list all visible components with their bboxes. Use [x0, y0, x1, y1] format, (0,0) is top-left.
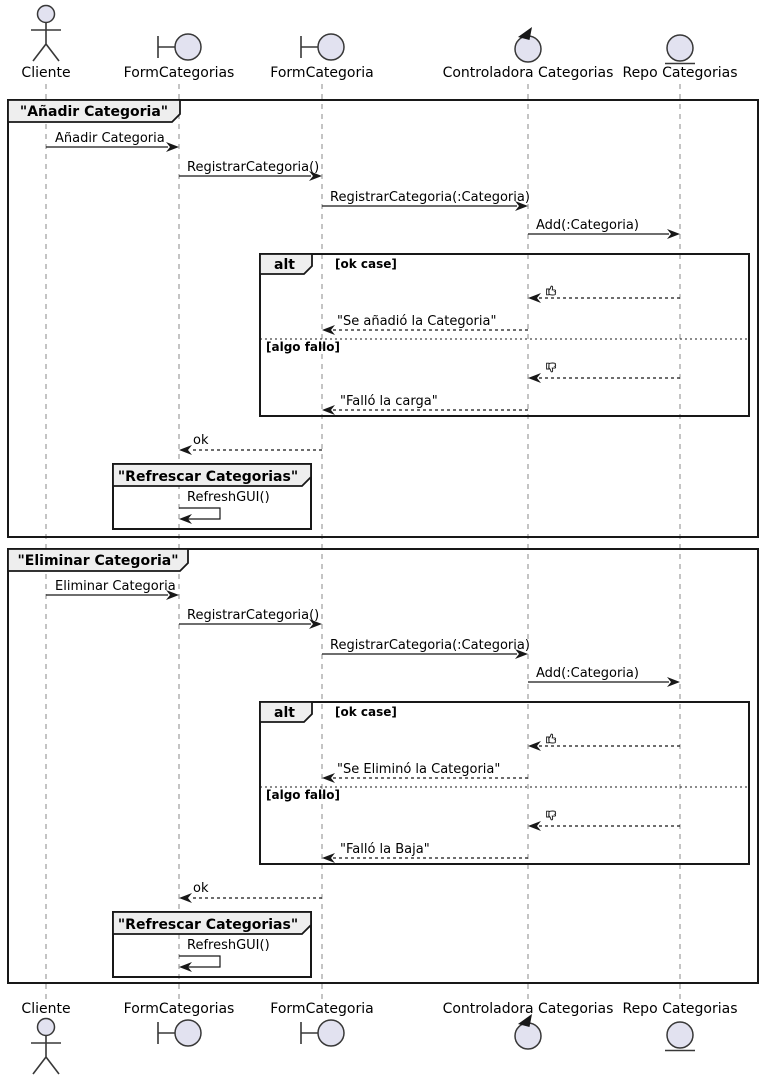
alt-label: alt [274, 257, 295, 273]
alt-title-tab [259, 701, 313, 723]
actor-icon [31, 1017, 61, 1075]
group-title-tab [112, 463, 312, 487]
arrowhead [667, 677, 680, 687]
alt-fragment: alt [ok case] "Se Eliminó la Categoria" … [259, 701, 750, 865]
arrowhead [515, 649, 528, 659]
thumbs-up-icon [546, 285, 557, 296]
message-label: RefreshGUI() [187, 938, 270, 953]
guard-ok: [ok case] [335, 705, 397, 719]
arrowhead [667, 229, 680, 239]
arrowhead [528, 821, 541, 831]
participant-label: FormCategorias [124, 1001, 235, 1017]
alt-fragment: alt [ok case] "Se añadió la Categoria" [… [259, 253, 750, 417]
guard-fail: [algo fallo] [266, 340, 340, 354]
arrowhead [179, 962, 192, 972]
message-label: ok [193, 881, 209, 896]
arrowhead [515, 201, 528, 211]
group-title: "Refrescar Categorias" [118, 469, 298, 485]
group-refrescar-categorias: "Refrescar Categorias" RefreshGUI() [112, 463, 312, 530]
message-label: Add(:Categoria) [536, 666, 639, 681]
boundary-icon [300, 1019, 345, 1047]
arrowhead [528, 741, 541, 751]
arrowhead [528, 293, 541, 303]
group-title: "Refrescar Categorias" [118, 917, 298, 933]
guard-ok: [ok case] [335, 257, 397, 271]
arrowhead [322, 773, 335, 783]
entity-icon [665, 34, 695, 65]
actor-icon [31, 4, 61, 62]
alt-label: alt [274, 705, 295, 721]
arrowhead [179, 893, 192, 903]
alt-border [259, 701, 750, 865]
reply-label: "Se añadió la Categoria" [337, 314, 496, 329]
reply-label: "Se Eliminó la Categoria" [337, 762, 500, 777]
message-label: RegistrarCategoria() [187, 160, 319, 175]
arrowhead [322, 405, 335, 415]
message-label: RegistrarCategoria() [187, 608, 319, 623]
boundary-icon [157, 1019, 202, 1047]
control-icon [514, 27, 542, 63]
self-message-arrow [179, 507, 221, 520]
frame-title: "Eliminar Categoria" [17, 553, 178, 569]
reply-label: "Falló la Baja" [340, 842, 430, 857]
participant-label: Repo Categorias [622, 65, 737, 81]
participant-label: FormCategoria [270, 1001, 373, 1017]
lifelines [45, 84, 681, 1000]
frame-eliminar-categoria: "Eliminar Categoria" Eliminar Categoria … [7, 548, 759, 984]
arrowhead [528, 373, 541, 383]
participants-bottom: Cliente FormCategorias FormCategoria Con… [21, 1001, 738, 1075]
participants-top: Cliente FormCategorias FormCategoria Con… [21, 4, 738, 81]
arrowhead [309, 171, 322, 181]
frame-border [7, 99, 759, 538]
alt-border [259, 253, 750, 417]
arrowhead [322, 325, 335, 335]
message-label: Add(:Categoria) [536, 218, 639, 233]
boundary-icon [157, 33, 202, 61]
participant-label: Cliente [21, 1001, 70, 1017]
boundary-icon [300, 33, 345, 61]
entity-icon [665, 1021, 695, 1052]
message-label: RefreshGUI() [187, 490, 270, 505]
thumbs-down-icon [546, 362, 557, 373]
control-icon [514, 1014, 542, 1050]
arrowhead [179, 445, 192, 455]
alt-title-tab [259, 253, 313, 275]
frame-title-tab [7, 99, 181, 123]
message-label: RegistrarCategoria(:Categoria) [330, 638, 530, 653]
group-refrescar-categorias: "Refrescar Categorias" RefreshGUI() [112, 911, 312, 978]
message-label: Añadir Categoria [55, 131, 165, 146]
arrowhead [322, 853, 335, 863]
arrowhead [166, 142, 179, 152]
participant-label: Controladora Categorias [443, 1001, 614, 1017]
thumbs-up-icon [546, 733, 557, 744]
thumbs-down-icon [546, 810, 557, 821]
participant-label: Cliente [21, 65, 70, 81]
participant-label: Repo Categorias [622, 1001, 737, 1017]
frame-title-tab [7, 548, 189, 572]
message-label: ok [193, 433, 209, 448]
participant-label: FormCategorias [124, 65, 235, 81]
arrowhead [166, 590, 179, 600]
arrowhead [309, 619, 322, 629]
reply-label: "Falló la carga" [340, 394, 438, 409]
guard-fail: [algo fallo] [266, 788, 340, 802]
self-message-arrow [179, 955, 221, 968]
group-title-tab [112, 911, 312, 935]
arrowhead [179, 514, 192, 524]
frame-border [7, 548, 759, 984]
message-label: Eliminar Categoria [55, 579, 176, 594]
participant-label: Controladora Categorias [443, 65, 614, 81]
participant-label: FormCategoria [270, 65, 373, 81]
frame-title: "Añadir Categoria" [20, 104, 168, 120]
message-label: RegistrarCategoria(:Categoria) [330, 190, 530, 205]
frame-anadir-categoria: "Añadir Categoria" Añadir Categoria Regi… [7, 99, 759, 538]
